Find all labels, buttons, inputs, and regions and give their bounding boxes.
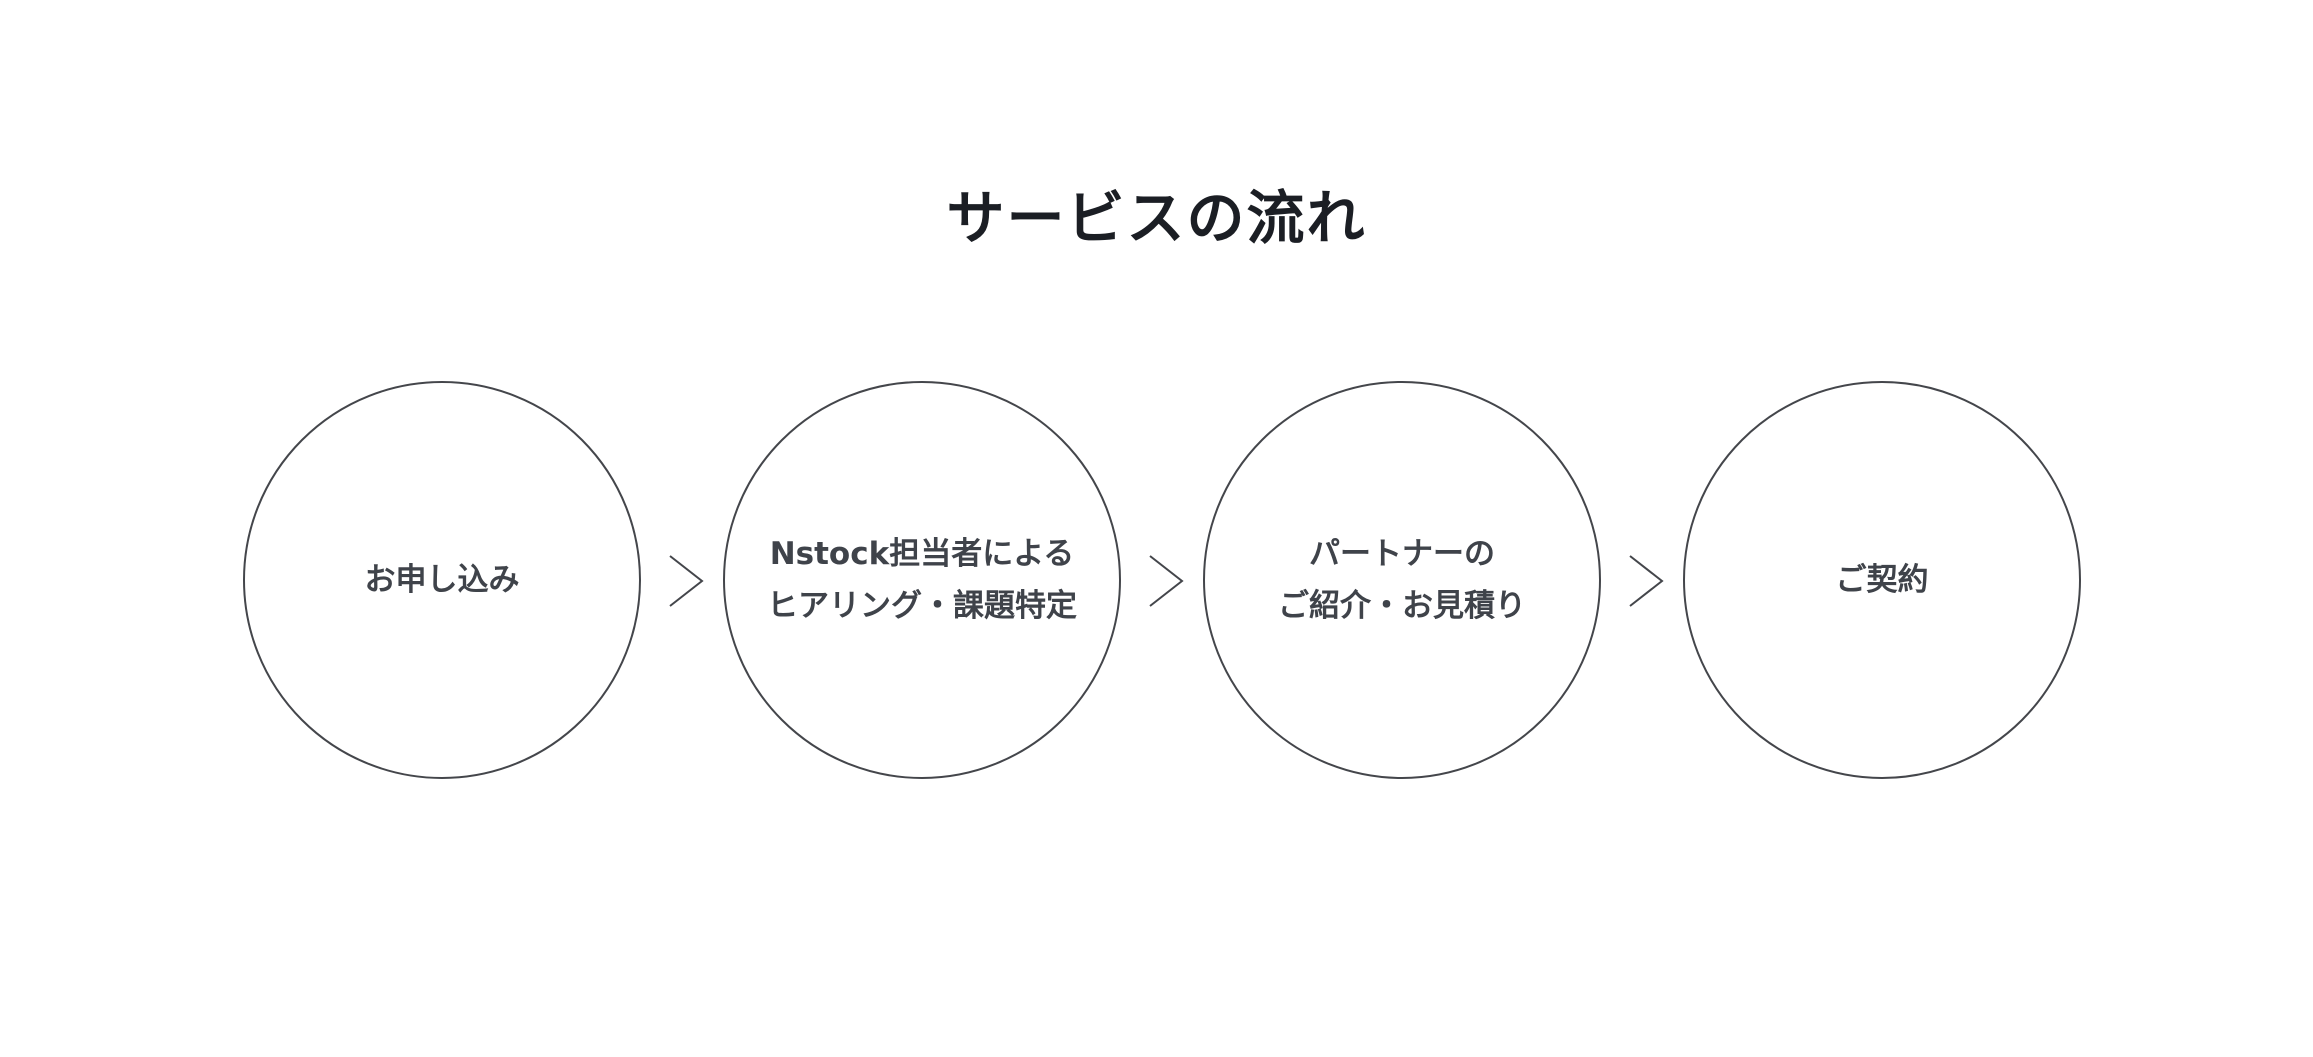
chevron-right-icon: [1626, 554, 1666, 608]
step-circle-2: Nstock担当者による ヒアリング・課題特定: [723, 381, 1121, 779]
step-circle-4: ご契約: [1683, 381, 2081, 779]
chevron-right-icon: [666, 554, 706, 608]
step-circle-3: パートナーの ご紹介・お見積り: [1203, 381, 1601, 779]
step-circle-1: お申し込み: [243, 381, 641, 779]
step-label: Nstock担当者による ヒアリング・課題特定: [767, 536, 1077, 624]
section-title: サービスの流れ: [946, 184, 1367, 252]
flow-steps: お申し込み Nstock担当者による ヒアリング・課題特定 パートナーの ご紹介…: [243, 381, 2083, 781]
chevron-right-icon: [1146, 554, 1186, 608]
step-label: ご契約: [1835, 562, 1929, 598]
step-label: お申し込み: [364, 562, 520, 598]
step-label: パートナーの ご紹介・お見積り: [1278, 536, 1526, 624]
